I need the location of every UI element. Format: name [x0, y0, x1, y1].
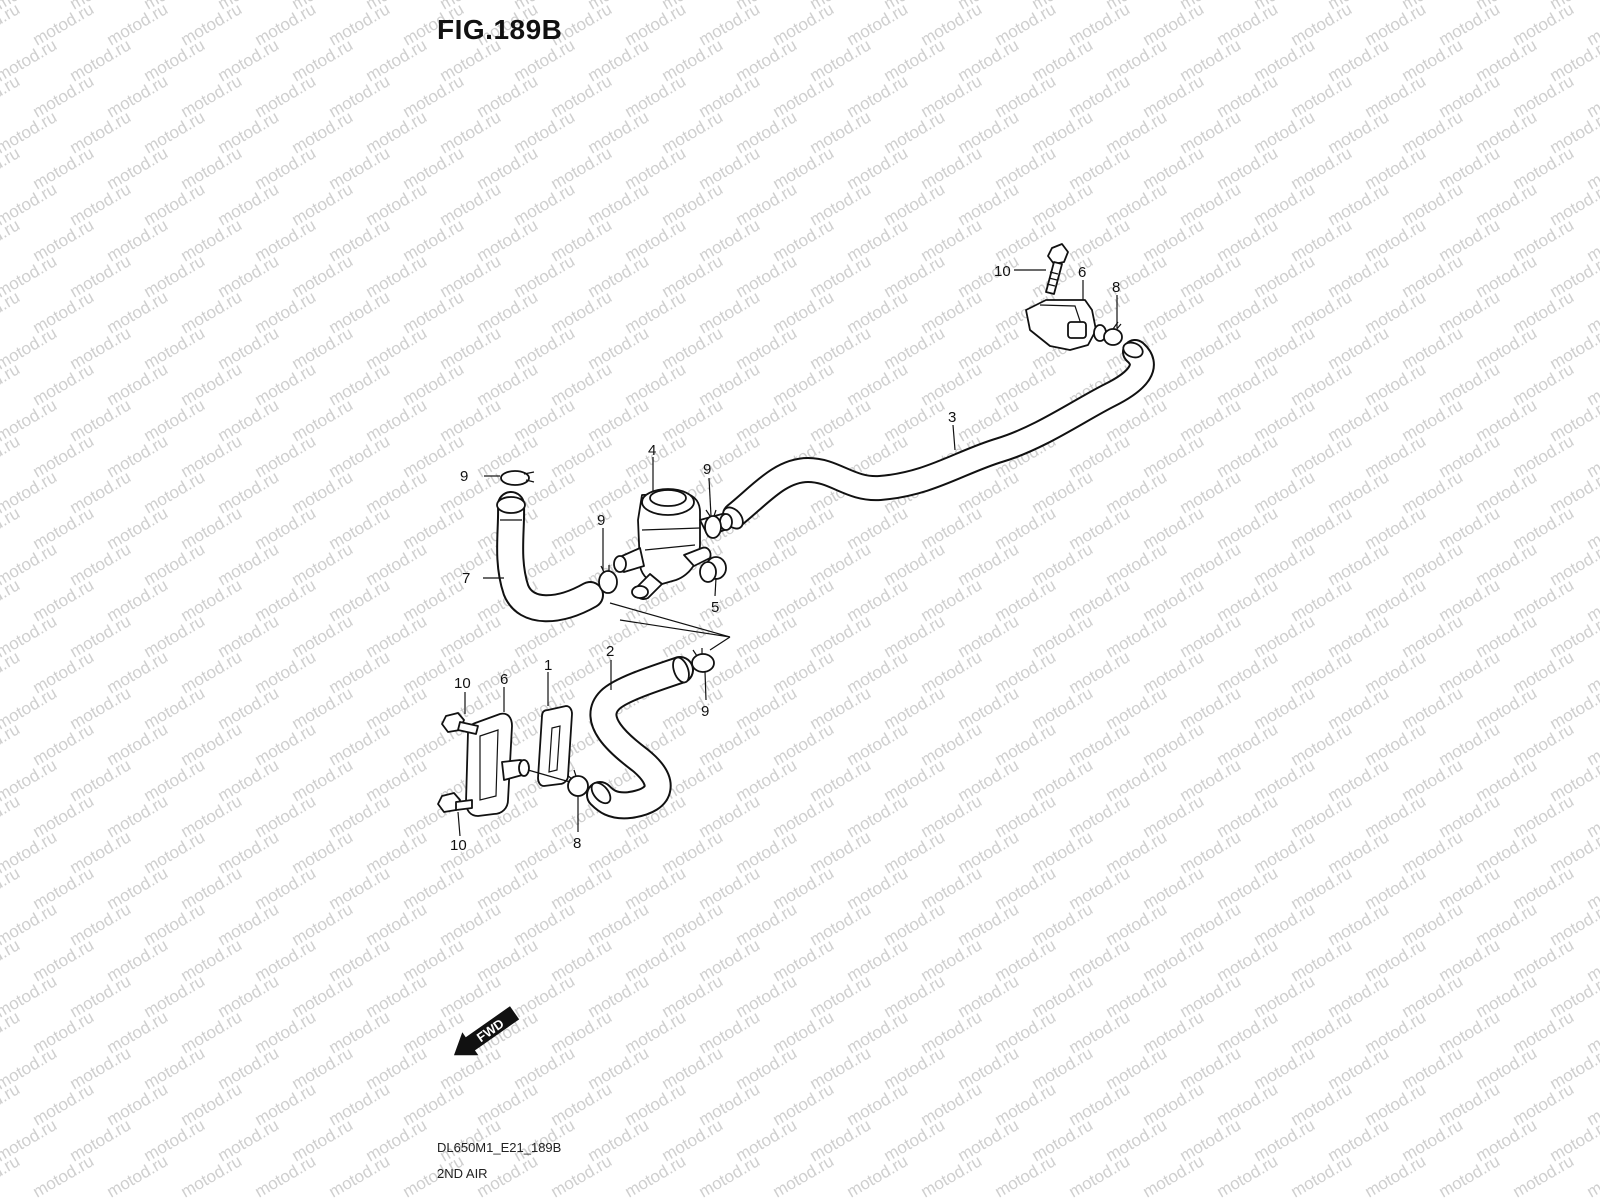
reed-valve-plate	[537, 705, 573, 787]
callout-bolt-lower-top: 10	[454, 675, 471, 692]
callout-clamp-upper: 8	[1112, 279, 1120, 296]
callout-clamp-top-left: 9	[460, 468, 468, 485]
bolt-lower-top	[441, 712, 479, 735]
figure-title: FIG.189B	[437, 14, 563, 45]
callout-bolt-upper: 10	[994, 263, 1011, 280]
callout-cover-lower: 6	[500, 671, 508, 688]
hose-2	[586, 656, 694, 820]
callout-cap-5: 5	[711, 599, 719, 616]
callout-hose-3: 3	[948, 409, 956, 426]
callout-hose-7: 7	[462, 570, 470, 587]
callout-clamp-lower: 9	[701, 703, 709, 720]
callout-clamp-bottom: 8	[573, 835, 581, 852]
reference-lines	[609, 602, 731, 651]
bolt-lower-bottom	[437, 792, 473, 813]
fwd-arrow-icon	[453, 1006, 520, 1056]
hose-7	[496, 491, 604, 623]
figure-code: DL650M1_E21_189B	[437, 1140, 562, 1155]
hose-clamp-upper	[1103, 321, 1123, 346]
callout-bolt-lower-bottom: 10	[450, 837, 467, 854]
callout-cover-upper: 6	[1078, 264, 1086, 281]
callout-reed-plate: 1	[544, 657, 552, 674]
callout-hose-2: 2	[606, 643, 614, 660]
hose-clamp-bottom	[566, 769, 589, 797]
leader-lines	[457, 269, 1118, 837]
bolt-upper	[1045, 243, 1069, 295]
air-valve-body	[613, 488, 733, 600]
hose-3	[722, 339, 1155, 530]
callout-clamp-valve-left: 9	[597, 512, 605, 529]
hose-clamp-top-left	[500, 470, 535, 486]
callout-air-valve: 4	[648, 442, 656, 459]
callout-clamp-valve-right: 9	[703, 461, 711, 478]
reed-valve-cover-lower	[465, 712, 571, 817]
reed-valve-cover-upper	[1025, 299, 1107, 351]
hose-clamp-valve-right	[704, 509, 722, 539]
cap-5	[699, 556, 727, 583]
hose-clamp-valve-left	[598, 565, 618, 594]
fwd-arrow-badge: FWD	[453, 1006, 520, 1056]
hose-clamp-lower	[691, 648, 715, 673]
figure-name: 2ND AIR	[437, 1166, 488, 1181]
